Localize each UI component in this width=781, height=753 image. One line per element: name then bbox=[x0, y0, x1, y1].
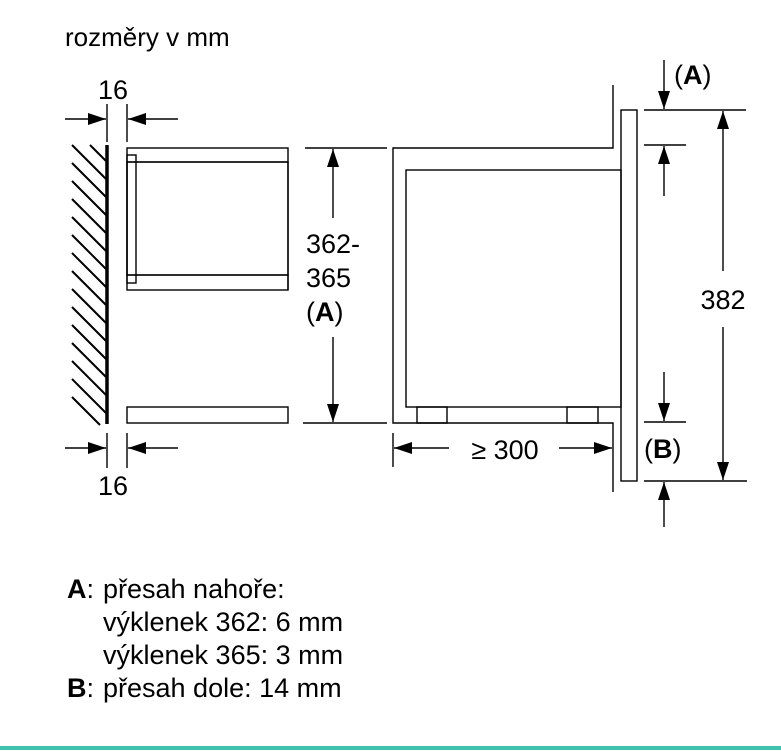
side-gap-top-dimension: 16 bbox=[65, 75, 178, 142]
side-gap-top-label: 16 bbox=[98, 75, 128, 105]
appliance-foot bbox=[416, 406, 448, 424]
niche-height-line1: 362- bbox=[306, 229, 360, 259]
side-gap-bottom-label: 16 bbox=[98, 471, 128, 501]
legend: A:přesah nahoře: výklenek 362: 6 mm výkl… bbox=[67, 574, 343, 703]
appliance-foot bbox=[566, 406, 599, 424]
accent-bar bbox=[0, 746, 781, 750]
niche-height-ref: (A) bbox=[306, 297, 344, 327]
legend-item: B:přesah dole: 14 mm bbox=[67, 673, 342, 703]
legend-item: výklenek 362: 6 mm bbox=[103, 607, 343, 637]
niche-height-dimension: 362- 365 (A) bbox=[303, 147, 387, 424]
overhang-dimensions: (A) (B) bbox=[644, 60, 747, 527]
diagram-title: rozměry v mm bbox=[65, 22, 230, 52]
legend-item: A:přesah nahoře: bbox=[67, 574, 285, 604]
cabinet-side-view bbox=[126, 147, 289, 424]
depth-label: ≥ 300 bbox=[471, 435, 538, 465]
wall bbox=[71, 144, 109, 426]
overhang-bottom-ref: (B) bbox=[644, 434, 682, 464]
side-gap-bottom-dimension: 16 bbox=[65, 433, 178, 501]
niche-outline bbox=[392, 85, 614, 492]
overhang-top-ref: (A) bbox=[674, 60, 712, 90]
appliance-front-panel bbox=[620, 109, 638, 482]
appliance-height-dimension: 382 bbox=[700, 111, 746, 480]
appliance-height-label: 382 bbox=[700, 285, 745, 315]
wall-hatching bbox=[71, 144, 107, 426]
niche-height-line2: 365 bbox=[306, 263, 351, 293]
depth-dimension: ≥ 300 bbox=[392, 433, 612, 467]
legend-item: výklenek 365: 3 mm bbox=[103, 640, 343, 670]
appliance-side-view bbox=[405, 109, 638, 482]
